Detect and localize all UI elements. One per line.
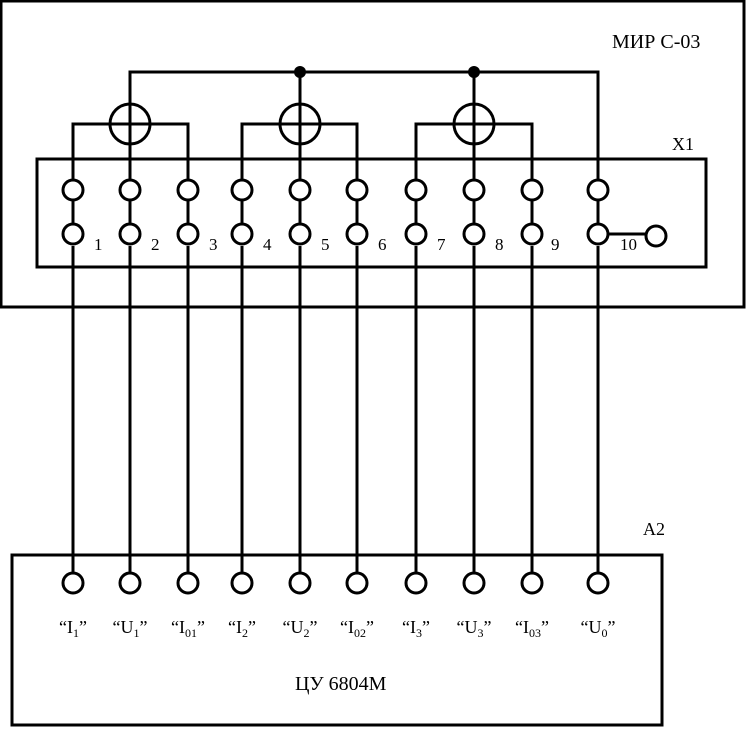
connector-pin-number: 8 [495, 235, 504, 254]
connector-x1-box [35, 157, 708, 269]
device-mir-box [0, 0, 746, 309]
device-a2-name: ЦУ 6804М [295, 673, 387, 695]
device-a2-label: А2 [643, 519, 665, 539]
connector-pin-lower [61, 222, 85, 246]
a2-terminal-circle [404, 571, 428, 595]
a2-terminal-circle [520, 571, 544, 595]
connector-pin-number: 10 [620, 235, 637, 254]
connector-pin-lower [520, 222, 544, 246]
a2-terminal-label: “I02” [340, 617, 374, 640]
connector-pin-upper [462, 178, 486, 202]
device-a2-box [10, 553, 664, 727]
a2-terminal-circle [230, 571, 254, 595]
a2-terminal-circle [61, 571, 85, 595]
connector-pin-lower [176, 222, 200, 246]
connector-pin-lower [118, 222, 142, 246]
a2-terminal-label: “U2” [283, 617, 318, 640]
connector-pin-number: 2 [151, 235, 160, 254]
connector-pin-lower [288, 222, 312, 246]
connector-pin-lower [404, 222, 428, 246]
a2-terminal-circle [176, 571, 200, 595]
a2-terminal-circle [345, 571, 369, 595]
connector-pin-number: 9 [551, 235, 560, 254]
a2-terminal-label: “I2” [228, 617, 256, 640]
connector-pin-upper [61, 178, 85, 202]
connector-pin-upper [176, 178, 200, 202]
connector-pin-upper [288, 178, 312, 202]
connector-pin-lower [230, 222, 254, 246]
terminal-circle [644, 224, 668, 248]
a2-terminal-circle [586, 571, 610, 595]
a2-terminal-label: “I01” [171, 617, 205, 640]
a2-terminal-label: “U3” [457, 617, 492, 640]
connector-pin-upper [230, 178, 254, 202]
a2-terminal-label: “I03” [515, 617, 549, 640]
a2-terminal-label: “U0” [581, 617, 616, 640]
connector-pin-lower [462, 222, 486, 246]
connector-pin-number: 4 [263, 235, 272, 254]
connector-pin-upper [404, 178, 428, 202]
connector-pin-lower [586, 222, 610, 246]
a2-terminal-circle [462, 571, 486, 595]
sensor-group-2 [240, 72, 359, 180]
connector-pin-upper [118, 178, 142, 202]
connector-pin-upper [520, 178, 544, 202]
connector-pins: 1 2 3 4 5 6 7 8 9 10 [61, 178, 637, 254]
connector-x1-label: X1 [672, 134, 694, 154]
connector-pin-number: 3 [209, 235, 218, 254]
a2-terminal-label: “I3” [402, 617, 430, 640]
a2-terminal-circle [288, 571, 312, 595]
connector-pin-upper [586, 178, 610, 202]
sensor-group-3 [414, 72, 534, 180]
wires [71, 200, 600, 572]
device-mir-label: МИР С-03 [612, 31, 700, 53]
a2-terminal-label: “I1” [59, 617, 87, 640]
connector-pin-number: 5 [321, 235, 330, 254]
connector-pin-upper [345, 178, 369, 202]
connector-pin-number: 6 [378, 235, 387, 254]
a2-terminal-circle [118, 571, 142, 595]
common-bus [128, 70, 600, 180]
a2-terminal-label: “U1” [113, 617, 148, 640]
connector-pin-lower [345, 222, 369, 246]
sensor-group-1 [71, 102, 190, 180]
connector-pin-number: 1 [94, 235, 103, 254]
connector-pin-number: 7 [437, 235, 446, 254]
a2-terminals: “I1” “U1” “I01” “I2” “U2” “I02” “I3” “U3” “I03” “… [59, 571, 616, 640]
